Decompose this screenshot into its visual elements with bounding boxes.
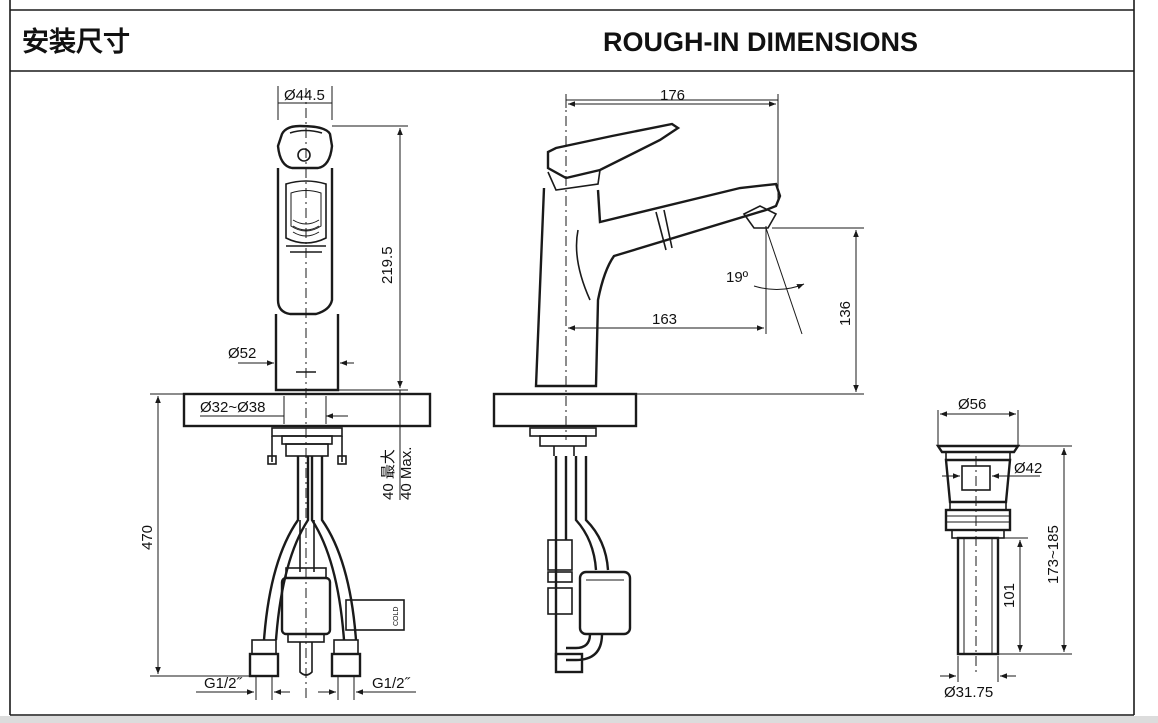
dim-drain-body: Ø42: [1014, 460, 1042, 477]
cold-label: COLD: [393, 607, 400, 626]
side-view: 176 163 136 19º: [492, 87, 864, 674]
dim-deck-max: 40 最大: [380, 449, 397, 500]
dim-drain-height: 173~185: [1045, 525, 1062, 584]
front-view: Ø44.5 219.5 Ø52 Ø32~Ø38: [139, 86, 432, 700]
dim-height: 219.5: [379, 246, 396, 284]
header-title-cn: 安装尺寸: [22, 27, 130, 58]
dim-handle-diameter: Ø44.5: [284, 87, 325, 104]
dim-spout-reach: 163: [652, 311, 677, 328]
dim-inlet-right: G1/2˝: [372, 675, 411, 692]
dim-reach: 176: [660, 87, 685, 104]
dim-spout-height: 136: [837, 301, 854, 326]
dim-tail-length: 101: [1001, 583, 1018, 608]
dim-drain-top: Ø56: [958, 396, 986, 413]
dim-hole-range: Ø32~Ø38: [200, 399, 265, 416]
dim-base-diameter: Ø52: [228, 345, 256, 362]
dim-inlet-left: G1/2˝: [204, 675, 243, 692]
dim-overall-length: 470: [139, 525, 156, 550]
header-title-en: ROUGH-IN DIMENSIONS: [603, 27, 918, 57]
drain-view: Ø56 Ø42 173~185 101 Ø31.: [935, 396, 1072, 701]
dim-tail-diameter: Ø31.75: [944, 684, 993, 701]
dim-angle: 19º: [726, 269, 749, 286]
dim-deck-max-en: 40 Max.: [398, 447, 415, 500]
